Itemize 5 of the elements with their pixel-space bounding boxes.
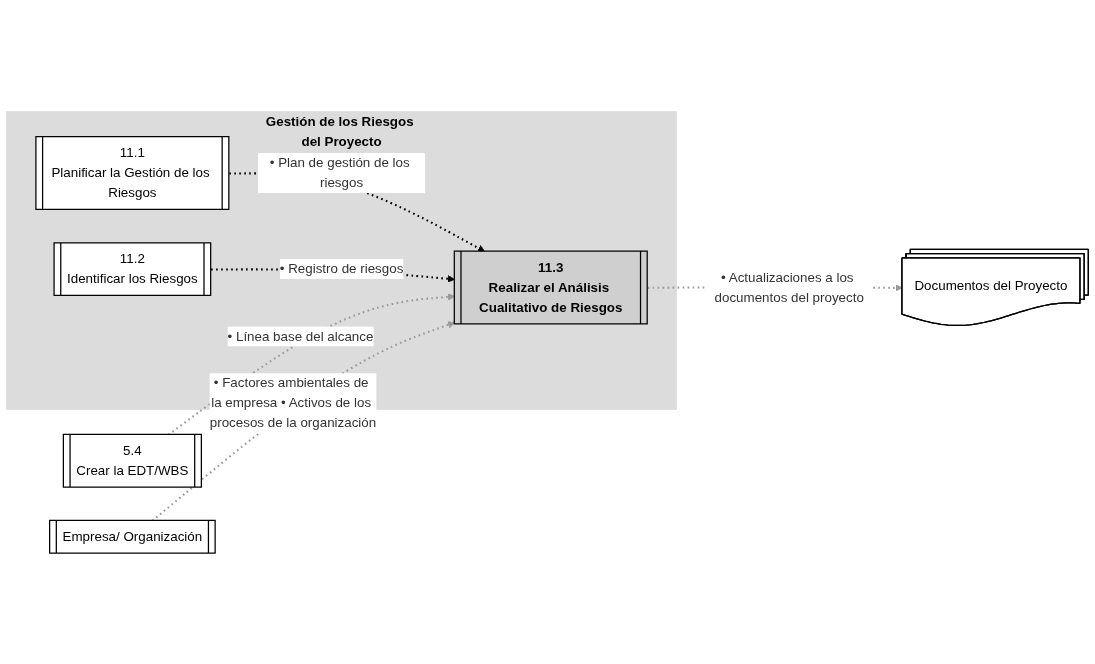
edge-label: • Actualizaciones a los documentos del proyecto [714,269,864,304]
edge-label: • Línea base del alcance [227,328,374,343]
edge-label: • Registro de riesgos [279,261,404,276]
edge-label: • Plan de gestión de los riesgos [269,155,410,190]
edge-label: • Factores ambientales de la empresa • Activos de los procesos de la organización [209,375,377,430]
